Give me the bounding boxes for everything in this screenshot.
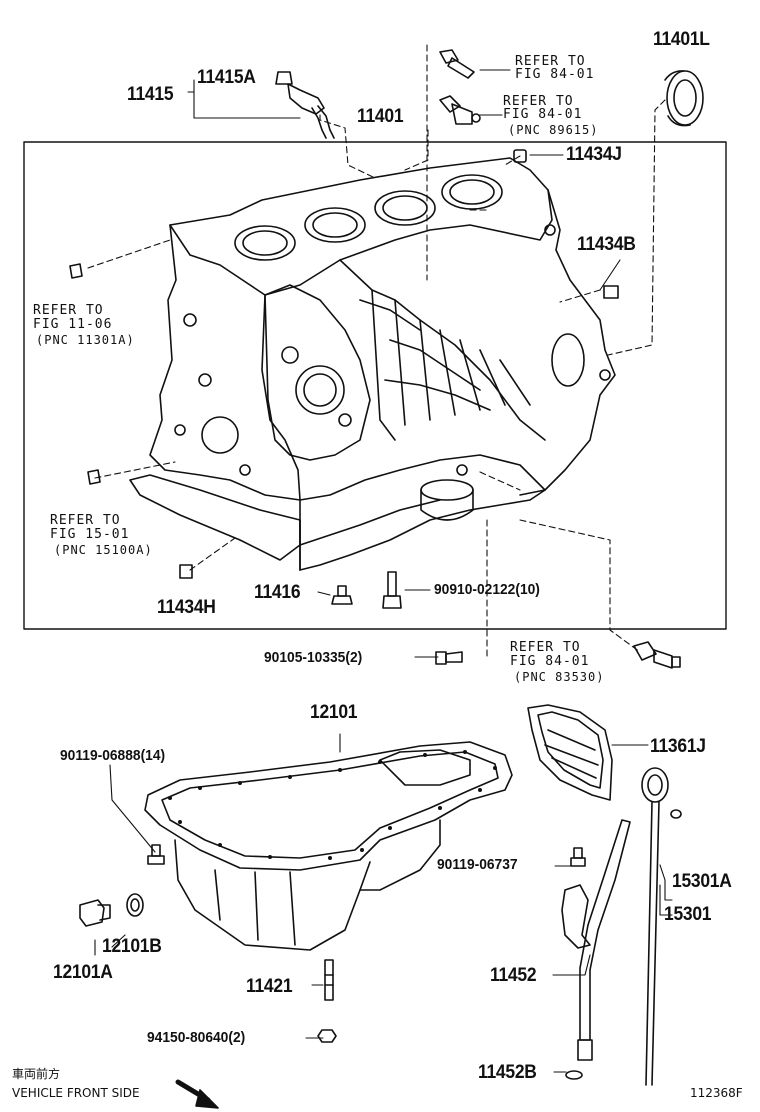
part-bolt-84-01 <box>439 49 475 79</box>
label-11452B[interactable]: 11452B <box>478 1062 537 1083</box>
part-11452B-ring <box>565 1070 583 1080</box>
label-12101[interactable]: 12101 <box>310 702 358 723</box>
label-11415[interactable]: 11415 <box>127 84 174 105</box>
ref-11-06-pnc: (PNC 11301A) <box>36 333 135 347</box>
label-94150-80640[interactable]: 94150-80640(2) <box>147 1029 246 1046</box>
ref-15-01-line2[interactable]: FIG 15-01 <box>50 527 130 542</box>
part-12101-oil-pan <box>144 741 513 951</box>
ref-11-06-line2[interactable]: FIG 11-06 <box>33 317 113 332</box>
label-15301A[interactable]: 15301A <box>672 871 732 892</box>
part-11401L-oil-seal <box>664 70 704 127</box>
label-11434B[interactable]: 11434B <box>577 234 636 255</box>
ref-84-01-a-line2[interactable]: FIG 84-01 <box>515 67 595 82</box>
part-11361J-strainer <box>527 704 613 801</box>
part-11415A-union <box>275 71 335 139</box>
ref-15-01-pnc: (PNC 15100A) <box>54 543 153 557</box>
ref-84-01-c-pnc: (PNC 83530) <box>514 670 605 684</box>
label-90119-06888[interactable]: 90119-06888(14) <box>60 747 166 764</box>
label-90119-06737[interactable]: 90119-06737 <box>437 856 518 873</box>
label-90105-10335[interactable]: 90105-10335(2) <box>264 649 363 666</box>
ref-84-01-b-line2[interactable]: FIG 84-01 <box>503 107 583 122</box>
label-11421[interactable]: 11421 <box>246 976 293 997</box>
part-15301-gauge <box>641 767 669 1086</box>
part-90119-bolt <box>147 844 165 865</box>
part-11434B-pin <box>603 285 619 299</box>
ref-15-01-line1[interactable]: REFER TO <box>50 513 121 528</box>
ref-84-01-a-line1[interactable]: REFER TO <box>515 54 586 69</box>
label-12101B[interactable]: 12101B <box>102 936 162 957</box>
ref-84-01-b-line1[interactable]: REFER TO <box>503 94 574 109</box>
label-90910-02122[interactable]: 90910-02122(10) <box>434 581 540 598</box>
ref-84-01-b-pnc: (PNC 89615) <box>508 123 599 137</box>
part-11434J-pin <box>513 149 527 163</box>
ref-84-01-c-line1[interactable]: REFER TO <box>510 640 581 655</box>
part-90910-bolt <box>382 571 402 609</box>
group-frame <box>23 141 727 630</box>
label-15301[interactable]: 15301 <box>664 904 712 925</box>
part-90119-06737-bolt <box>570 847 586 867</box>
label-11401L[interactable]: 11401L <box>653 29 710 50</box>
part-90105-bolt <box>435 651 463 665</box>
part-11452-guide <box>561 819 631 1061</box>
part-12101B-gasket <box>126 893 144 917</box>
label-11452[interactable]: 11452 <box>490 965 537 986</box>
leader-11415 <box>187 91 301 119</box>
label-11416[interactable]: 11416 <box>254 582 301 603</box>
ref-84-01-c-line2[interactable]: FIG 84-01 <box>510 654 590 669</box>
part-11434H-pin <box>179 564 193 579</box>
part-sensor-89615 <box>439 95 481 125</box>
part-11416-plug <box>331 585 353 605</box>
label-11361J[interactable]: 11361J <box>650 736 706 757</box>
label-11434H[interactable]: 11434H <box>157 597 216 618</box>
label-12101A[interactable]: 12101A <box>53 962 113 983</box>
front-arrow-icon <box>175 1079 219 1109</box>
cylinder-block <box>129 157 616 571</box>
part-pin-15-01 <box>87 469 101 485</box>
part-sensor-83530 <box>633 641 681 669</box>
vehicle-front-label-jp: 車両前方 <box>12 1067 61 1081</box>
part-11421-stud <box>324 959 334 1001</box>
part-12101A-plug <box>79 899 111 927</box>
ref-11-06-line1[interactable]: REFER TO <box>33 303 104 318</box>
illustration-code: 112368F <box>690 1086 743 1100</box>
vehicle-front-label: VEHICLE FRONT SIDE <box>12 1086 140 1100</box>
part-94150-nut <box>317 1029 337 1043</box>
label-11401[interactable]: 11401 <box>357 106 404 127</box>
label-11415A[interactable]: 11415A <box>197 67 256 88</box>
part-pin-11-06 <box>69 263 83 279</box>
part-15301A-ring <box>670 809 682 819</box>
label-11434J[interactable]: 11434J <box>566 144 622 165</box>
